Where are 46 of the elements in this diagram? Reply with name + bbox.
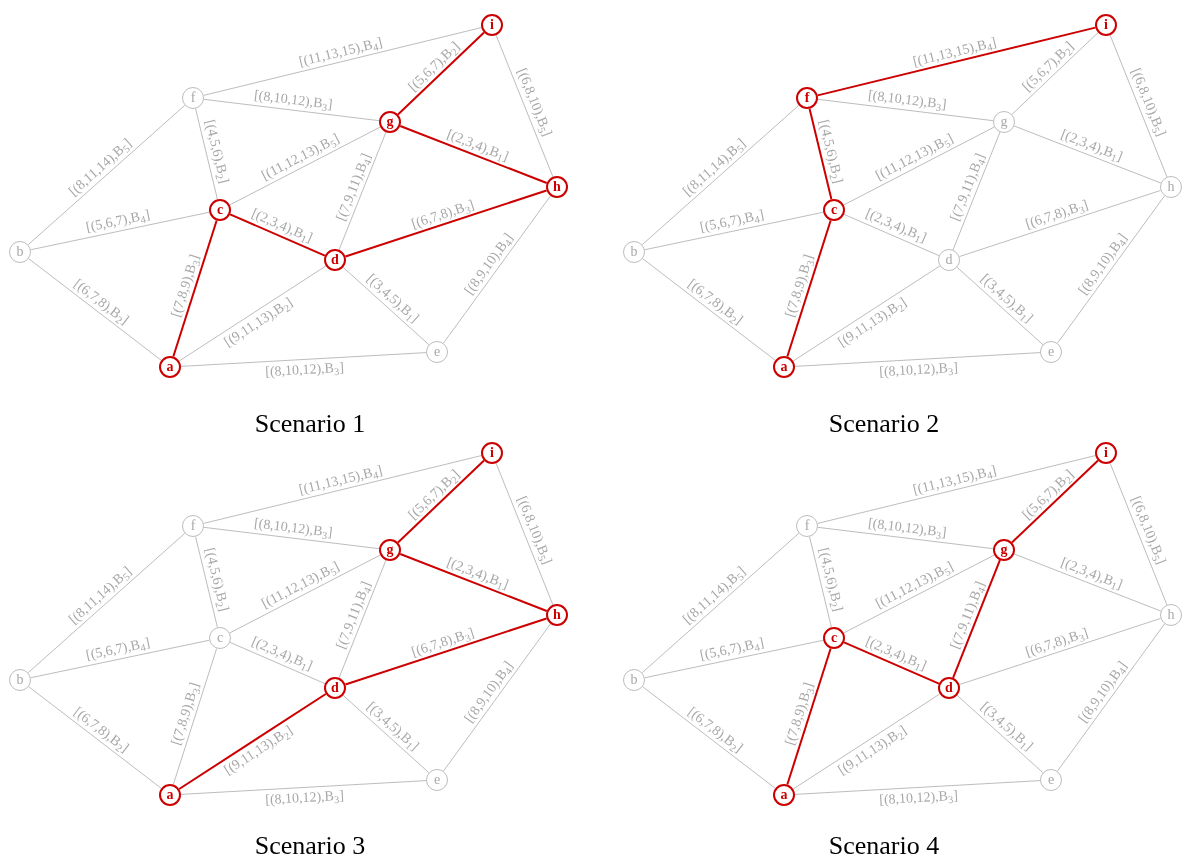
scenario-caption: Scenario 1 — [254, 411, 366, 437]
edge-line — [958, 189, 1162, 258]
edge-line — [1109, 462, 1168, 606]
edge-line — [495, 34, 554, 178]
edge-line — [229, 641, 326, 685]
edge-line — [342, 694, 430, 774]
edge-line — [172, 219, 218, 358]
edge-line — [172, 648, 218, 785]
edge-line — [342, 266, 430, 346]
edge-line — [203, 455, 482, 524]
edge-line — [180, 352, 427, 367]
edge-line — [952, 559, 1001, 679]
scenario-caption: Scenario 3 — [254, 833, 366, 859]
edge-line — [817, 98, 994, 122]
edge-line — [786, 219, 832, 358]
edge-line — [956, 266, 1044, 346]
edge-line — [203, 98, 380, 122]
edge-line — [30, 639, 210, 679]
edge-line — [27, 532, 186, 674]
edge-line — [338, 131, 387, 251]
edge-line — [644, 211, 824, 251]
edge-line — [195, 536, 218, 628]
edge-line — [817, 526, 994, 550]
edge-line — [794, 780, 1041, 795]
edge-line — [203, 27, 482, 96]
edge-line — [27, 104, 186, 246]
edge-line — [1109, 34, 1168, 178]
edge-line — [180, 780, 427, 795]
edge-line — [203, 526, 380, 550]
edge-line — [808, 107, 833, 201]
edge-line — [495, 462, 554, 606]
edge-line — [817, 455, 1096, 524]
edge-line — [229, 554, 381, 634]
scenario-caption: Scenario 4 — [828, 833, 940, 859]
scenario-caption: Scenario 2 — [828, 411, 940, 437]
edge-line — [641, 532, 800, 674]
edge-line — [809, 536, 832, 628]
edge-line — [644, 639, 824, 679]
edge-line — [30, 211, 210, 251]
edge-line — [794, 352, 1041, 367]
edge-line — [786, 647, 832, 786]
edge-line — [956, 694, 1044, 774]
edge-line — [195, 108, 218, 200]
edge-line — [1013, 125, 1162, 184]
edge-line — [338, 559, 387, 679]
edge-line — [952, 131, 1001, 251]
